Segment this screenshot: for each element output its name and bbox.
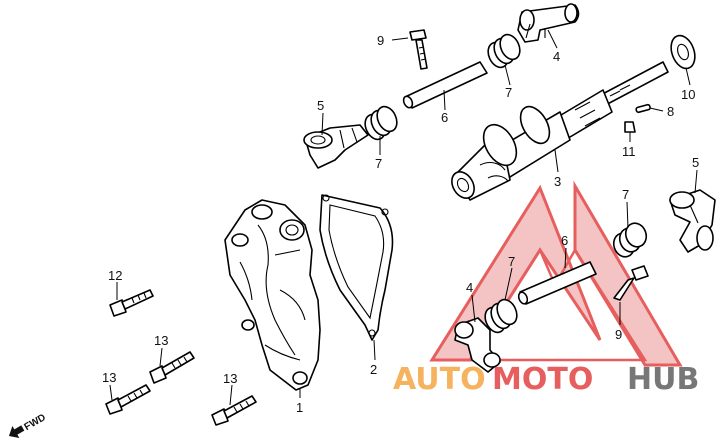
watermark-text-hub: HUB <box>627 362 699 397</box>
leader-7-top <box>504 64 511 86</box>
cover-1 <box>224 199 321 391</box>
leader-2 <box>373 339 376 361</box>
callout-9-right: 9 <box>615 327 622 342</box>
leader-5-right <box>694 169 698 194</box>
callout-10: 10 <box>681 87 695 102</box>
callout-11: 11 <box>622 144 636 159</box>
callout-2: 2 <box>370 362 377 377</box>
leader-5-left <box>321 112 324 136</box>
callout-6-right: 6 <box>561 233 568 248</box>
leader-3 <box>554 149 559 173</box>
fwd-label: FWD <box>23 412 48 433</box>
leader-10 <box>685 67 691 86</box>
callout-9-top: 9 <box>377 33 384 48</box>
leader-9-top <box>391 37 409 41</box>
bolt-13-upper <box>149 351 195 384</box>
fwd-direction-marker: FWD <box>8 412 48 439</box>
leader-13-right <box>229 384 233 406</box>
fork-shaft-6-top <box>402 61 488 109</box>
watermark-text-auto: AUTO <box>393 362 486 397</box>
bolt-13-right <box>211 395 257 426</box>
callout-13-right: 13 <box>223 371 237 386</box>
gasket-2 <box>319 194 394 341</box>
callout-8: 8 <box>667 104 674 119</box>
callout-5-left: 5 <box>317 98 324 113</box>
fork-shaft-6-right <box>517 261 597 305</box>
watermark-triangle-right <box>573 180 683 367</box>
callout-7-left: 7 <box>375 156 382 171</box>
callout-7-right-upper: 7 <box>622 187 629 202</box>
leader-6-right <box>564 247 567 269</box>
watermark-text-moto: MOTO <box>492 362 593 397</box>
leader-13-left <box>109 384 113 401</box>
callout-4-top: 4 <box>553 49 560 64</box>
shift-fork-4-top <box>517 3 580 43</box>
leader-8 <box>649 107 664 112</box>
leader-lines <box>109 29 698 406</box>
callout-13-left: 13 <box>102 370 116 385</box>
shift-fork-4-bottom <box>454 317 501 373</box>
callout-labels: 1 2 3 4 4 5 5 6 6 7 7 7 7 8 9 9 10 11 12… <box>102 33 699 415</box>
leader-6-top <box>443 89 446 111</box>
callout-13-upper: 13 <box>154 333 168 348</box>
callout-4-bottom: 4 <box>466 280 473 295</box>
shift-drum-3 <box>451 61 669 201</box>
callout-1: 1 <box>296 400 303 415</box>
callout-6-top: 6 <box>441 110 448 125</box>
washer-10 <box>670 34 696 70</box>
leader-13-upper <box>159 347 163 367</box>
leader-4-top <box>547 29 558 49</box>
callout-7-top: 7 <box>505 85 512 100</box>
bolt-12 <box>109 289 154 317</box>
leader-7-right-lower <box>504 267 513 301</box>
spring-7-top <box>487 33 521 69</box>
pin-11 <box>624 121 636 133</box>
bolt-9-right <box>613 265 649 301</box>
callout-12: 12 <box>108 268 122 283</box>
callout-3: 3 <box>554 174 561 189</box>
leader-7-right-upper <box>626 201 629 229</box>
spring-7-right-upper <box>612 222 648 258</box>
fwd-arrow-icon <box>8 425 25 439</box>
spring-7-left <box>364 105 398 141</box>
leader-4-bottom <box>471 294 476 323</box>
callout-7-right-lower: 7 <box>508 254 515 269</box>
shift-fork-5-right <box>669 189 716 253</box>
pin-8 <box>635 103 651 114</box>
bolt-13-left <box>105 384 151 415</box>
shift-fork-5-left <box>303 124 369 169</box>
callout-5-right: 5 <box>692 155 699 170</box>
bolt-9-top <box>409 29 428 70</box>
spring-7-right-lower <box>484 298 518 334</box>
